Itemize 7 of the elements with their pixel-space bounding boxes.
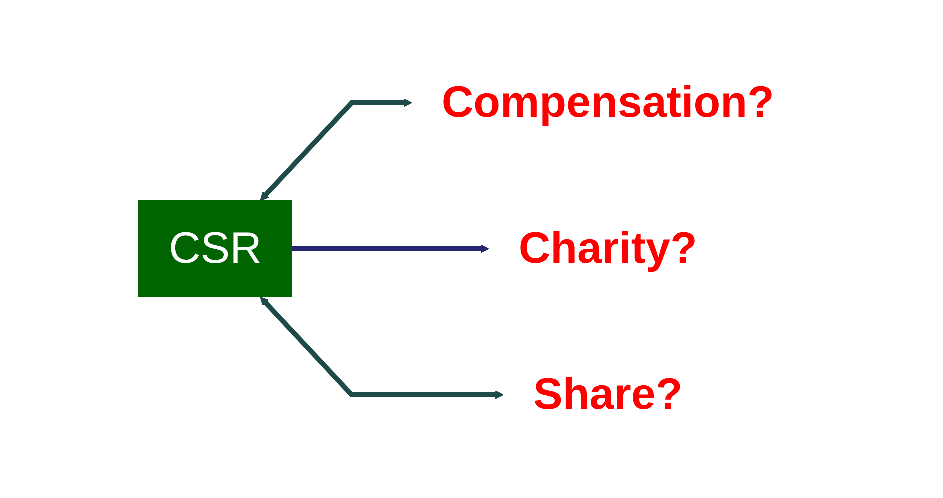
node-text: Share? [533,370,683,419]
arrow [292,244,490,254]
node-text: Compensation? [442,78,774,127]
node-text: Charity? [518,224,698,273]
arrow [260,98,412,202]
arrow [260,296,504,400]
node-box: CSR [138,200,292,298]
